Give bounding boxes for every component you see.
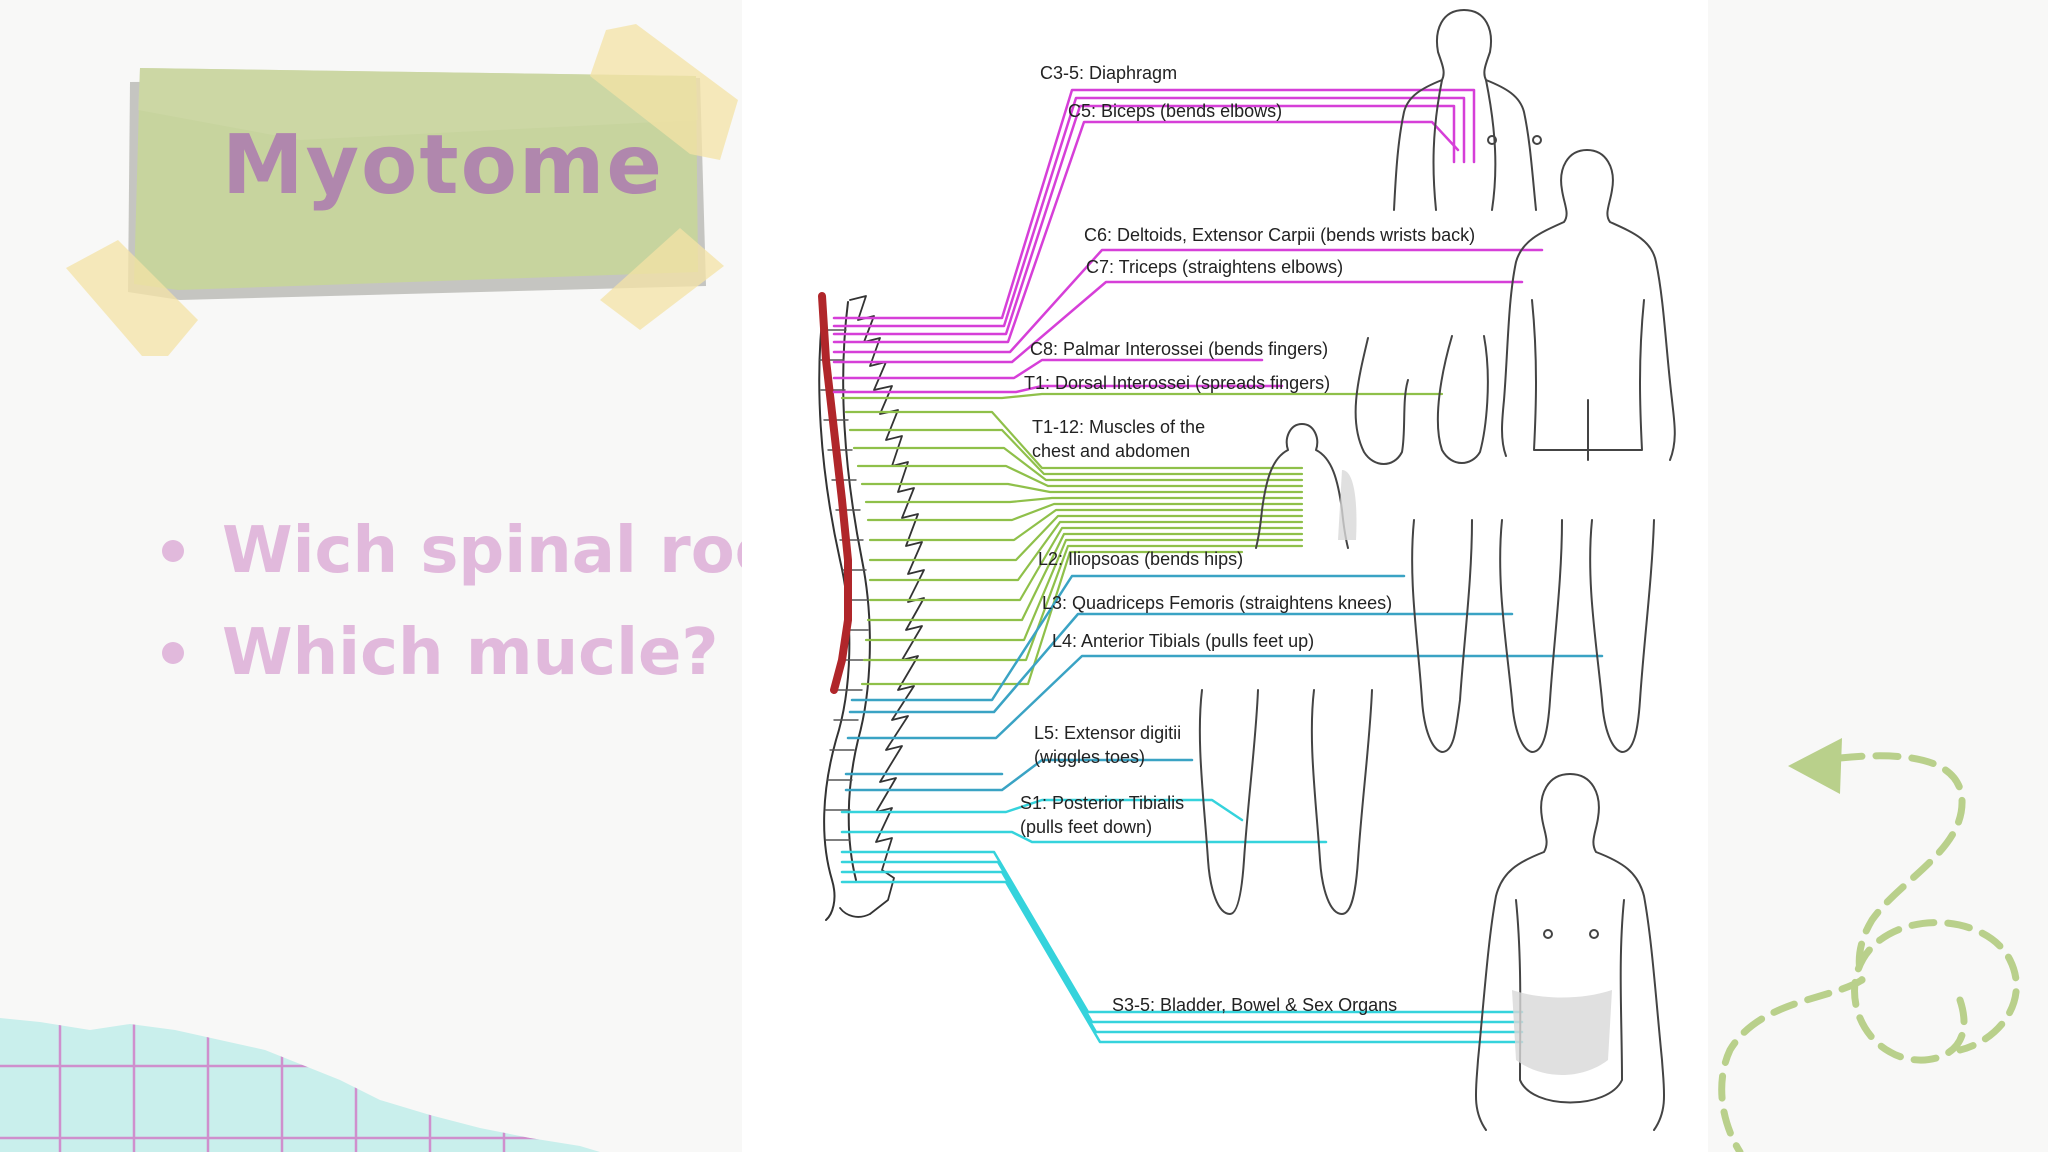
label-t1: T1: Dorsal Interossei (spreads fingers) [1024,373,1331,393]
figure-back-view [1501,149,1676,461]
label-l4: L4: Anterior Tibials (pulls feet up) [1052,631,1315,651]
figure-hands [1354,335,1489,465]
tape-bottom-right [600,228,724,330]
label-c8: C8: Palmar Interossei (bends fingers) [1030,339,1329,359]
title-note-paper [66,24,738,356]
label-t1-12-line1: T1-12: Muscles of the [1032,417,1206,437]
myotome-diagram: C3-5: Diaphragm C5: Biceps (bends elbows… [742,0,1708,1152]
label-s3-5: S3-5: Bladder, Bowel & Sex Organs [1112,995,1398,1015]
label-l5-line1: L5: Extensor digitii [1034,723,1182,743]
arrow-head-icon [1788,738,1842,794]
tape-top-right [590,24,738,160]
label-l5-line2: (wiggles toes) [1034,747,1146,767]
slide-title: Myotome [222,118,664,213]
figure-legs-lower [1198,689,1373,915]
label-c3-5: C3-5: Diaphragm [1040,63,1178,83]
label-l3: L3: Quadriceps Femoris (straightens knee… [1042,593,1393,613]
label-s1-line1: S1: Posterior Tibialis [1020,793,1185,813]
vertebral-column [818,301,851,921]
label-t1-12-line2: chest and abdomen [1032,441,1191,461]
label-c6: C6: Deltoids, Extensor Carpii (bends wri… [1084,225,1476,245]
label-l2: L2: Iliopsoas (bends hips) [1038,549,1244,569]
label-s1-line2: (pulls feet down) [1020,817,1153,837]
spinal-cord [818,292,852,694]
tape-bottom-left [66,240,198,356]
label-c5: C5: Biceps (bends elbows) [1068,101,1283,121]
question-text: Which mucle? [222,616,719,690]
bullet-dot-icon [162,642,184,664]
bullet-dot-icon [162,540,184,562]
figure-legs-upper [1411,519,1655,753]
label-c7: C7: Triceps (straightens elbows) [1086,257,1344,277]
question-item: Which mucle? [160,602,846,704]
myotome-diagram-drawing [818,9,1676,1131]
figure-front-view [1474,773,1666,1131]
